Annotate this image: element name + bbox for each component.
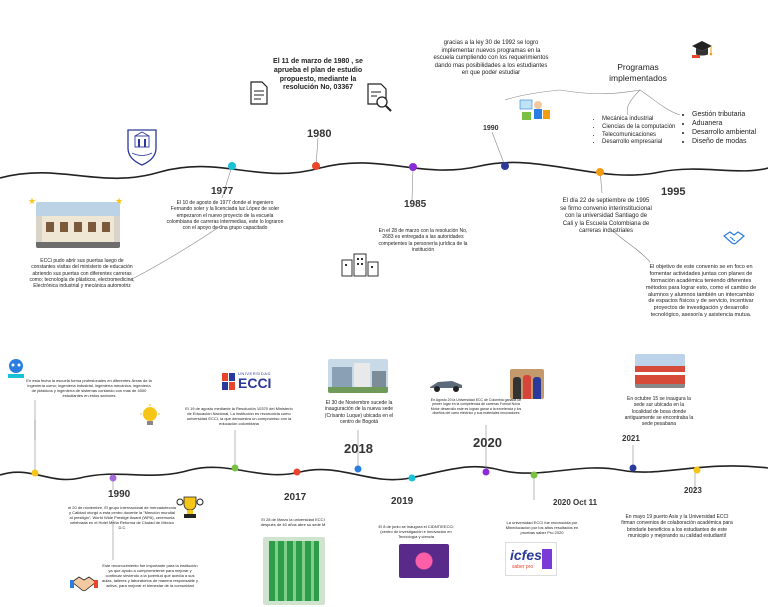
program-item: Mecánica industrial xyxy=(602,116,682,124)
program-item: Telecomunicaciones xyxy=(602,132,682,140)
building-photo-2021 xyxy=(635,354,685,388)
dot-b2021 xyxy=(629,464,637,472)
year-2020: 2020 xyxy=(473,435,502,450)
dot-1985 xyxy=(409,163,417,171)
year-1977: 1977 xyxy=(211,186,234,197)
ecci-shield-logo xyxy=(125,126,159,166)
program-item: Aduanera xyxy=(692,119,768,128)
year-2023: 2023 xyxy=(684,486,702,495)
lightbulb-icon xyxy=(138,404,162,430)
event-ecci-text: El 19 de agosto mediante la Resolución 1… xyxy=(185,406,293,426)
dot-1990 xyxy=(501,162,509,170)
year-2019: 2019 xyxy=(391,496,414,507)
year-1980: 1980 xyxy=(307,128,332,140)
event-1980-text: El 11 de marzo de 1980 , se aprueba el p… xyxy=(273,58,363,92)
car-icon xyxy=(428,374,466,394)
year-1990-bottom: 1990 xyxy=(108,489,131,500)
programs-title: Programas implementados xyxy=(609,62,667,83)
dot-b2018 xyxy=(354,465,362,473)
building-photo-2018 xyxy=(328,359,388,393)
trophy-icon xyxy=(176,494,204,520)
year-2018: 2018 xyxy=(344,441,373,456)
team-photo-2020 xyxy=(510,369,544,399)
bottom-timeline-curve xyxy=(0,465,768,481)
students-illustration xyxy=(518,96,552,126)
year-1985: 1985 xyxy=(404,199,427,210)
star-icon: ★ xyxy=(28,196,37,206)
innovation-photo-2019 xyxy=(399,544,449,578)
event-1990-bottom-text: el 20 de noviembre, El grupo internacion… xyxy=(68,505,176,530)
logo-big-text: ECCI xyxy=(238,375,272,391)
event-1990b-bottom-text: Este reconocimiento fue importante para … xyxy=(101,563,199,588)
dot-b1 xyxy=(31,469,39,477)
dot-1977 xyxy=(228,162,236,170)
top-timeline-curve xyxy=(0,161,768,180)
building-photo-2017 xyxy=(263,537,325,605)
year-1990-top: 1990 xyxy=(483,125,499,132)
handshake-icon xyxy=(722,226,746,248)
event-2020-text: En Agosto 20 la Universidad ECC de Colom… xyxy=(430,398,522,416)
dot-b1990 xyxy=(109,474,117,482)
program-item: Diseño de modas xyxy=(692,137,768,146)
programs-list-b: Gestión tributaria Aduanera Desarrollo a… xyxy=(684,110,768,146)
program-item: Desarrollo ambiental xyxy=(692,128,768,137)
dot-b2020 xyxy=(482,468,490,476)
icfes-brand: icfes xyxy=(510,547,542,563)
event-2023-text: En mayo 19 puerto Asis y la Universidad … xyxy=(621,514,733,539)
icfes-sub: saber pro xyxy=(512,564,534,570)
event-2017-text: El 28 de Marzo la universidad ECCI despu… xyxy=(260,517,326,527)
dot-b-ecci xyxy=(231,464,239,472)
event-1995-text: El día 22 de septiembre de 1995 se firmo… xyxy=(560,198,652,234)
document-search-icon xyxy=(365,82,393,112)
dot-b2017 xyxy=(293,468,301,476)
event-2018-text: El 30 de Noviembre sucede la inauguració… xyxy=(324,400,394,425)
dot-b2023 xyxy=(693,466,701,474)
program-item: Ciencias de la computación xyxy=(602,124,682,132)
handshake-icon xyxy=(70,572,98,594)
program-item: Desarrollo empresarial xyxy=(602,139,682,147)
year-1995: 1995 xyxy=(661,186,686,198)
year-2021: 2021 xyxy=(622,434,640,443)
event-first-text: En esta fecha la escuela forma profesion… xyxy=(26,378,152,398)
event-2020-oct-text: La universidad ECCI fue reconocida por M… xyxy=(505,520,579,535)
dot-b2019 xyxy=(408,474,416,482)
buildings-icon xyxy=(340,250,380,278)
year-2017: 2017 xyxy=(284,492,307,503)
logo-small-text: UNIVERSIDAD xyxy=(238,371,271,376)
year-2020-oct: 2020 Oct 11 xyxy=(553,498,598,507)
event-1977b-text: ECCi pudo abrir sus puertas luego de con… xyxy=(29,258,135,289)
dot-1995 xyxy=(596,168,604,176)
event-1985-text: En el 28 de marzo con la resolución No, … xyxy=(378,228,468,253)
star-icon: ★ xyxy=(115,196,124,206)
event-1977-text: El 10 de agosto de 1977 donde el ingenie… xyxy=(166,200,284,231)
event-1990-text: gracias a la ley 30 de 1992 se logro imp… xyxy=(433,40,549,76)
document-icon xyxy=(248,80,270,106)
ecci-university-logo: UNIVERSIDAD ECCI xyxy=(222,371,282,393)
program-item: Gestión tributaria xyxy=(692,110,768,119)
event-2021-text: En octubre 15 se inaugura la sede sur ub… xyxy=(624,396,694,427)
event-2019-text: El 8 de junio se inaugura el CIDNTIEECCI… xyxy=(378,524,454,539)
event-1995b-text: El objetivo de este convenio se en foco … xyxy=(645,264,757,319)
building-photo-1977 xyxy=(36,202,120,248)
graduation-cap-icon xyxy=(690,38,714,60)
mascot-logo xyxy=(4,356,28,380)
dot-b2020oct xyxy=(530,471,538,479)
dot-1980 xyxy=(312,162,320,170)
programs-list-a: Mecánica industrial Ciencias de la compu… xyxy=(594,116,682,147)
icfes-logo: icfes saber pro xyxy=(505,542,557,576)
